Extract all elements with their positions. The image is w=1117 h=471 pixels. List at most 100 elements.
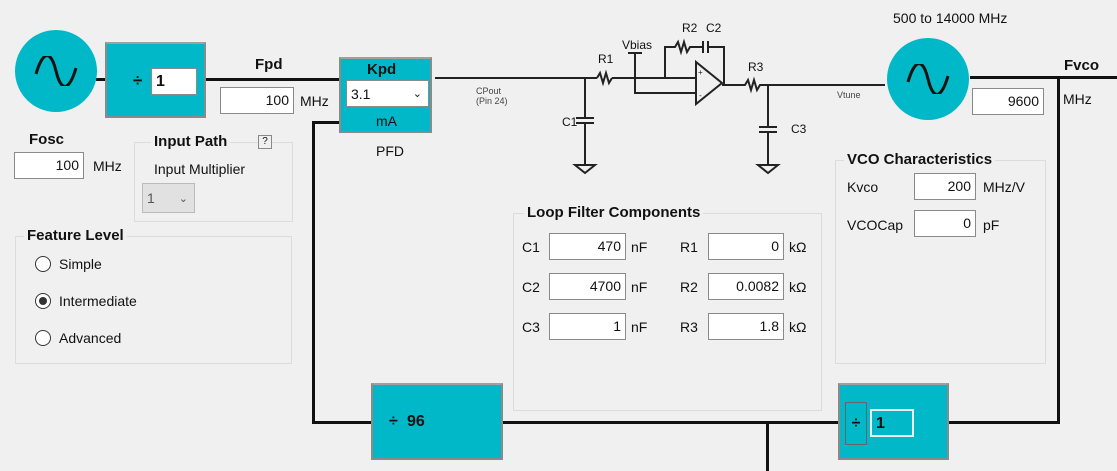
- radio-label: Advanced: [59, 330, 122, 346]
- vtune-label: Vtune: [837, 90, 861, 100]
- wire: [970, 76, 1117, 79]
- fvco-input[interactable]: 9600: [972, 88, 1044, 115]
- wire: [312, 121, 315, 424]
- fosc-label: Fosc: [29, 131, 65, 148]
- r2-input[interactable]: 0.0082: [708, 273, 784, 300]
- input-path-group: Input Path ? Input Multiplier 1 ⌄: [134, 133, 293, 222]
- output-divider-input[interactable]: 1: [870, 409, 914, 437]
- c1-input[interactable]: 470: [549, 233, 626, 260]
- c1-label: C1: [562, 115, 578, 129]
- wire: [502, 421, 839, 424]
- r3-input[interactable]: 1.8: [708, 313, 784, 340]
- fpd-unit: MHz: [300, 93, 329, 109]
- r2-c2-feedback: [664, 38, 725, 85]
- c3-label: C3: [791, 122, 807, 136]
- r1-field-label: R1: [680, 239, 698, 255]
- c1-field-label: C1: [522, 239, 540, 255]
- wire: [206, 78, 339, 81]
- sine-wave-icon: [34, 56, 78, 86]
- input-path-title: Input Path: [151, 133, 231, 150]
- divide-symbol: ÷: [133, 71, 143, 90]
- kpd-unit: mA: [376, 113, 397, 129]
- radio-label: Intermediate: [59, 293, 137, 309]
- fosc-input[interactable]: 100: [14, 152, 84, 179]
- kvco-unit: MHz/V: [983, 179, 1025, 195]
- chevron-down-icon: ⌄: [412, 88, 422, 100]
- r2-unit: kΩ: [789, 279, 807, 295]
- feature-level-title: Feature Level: [24, 227, 127, 244]
- c2-label: C2: [706, 21, 722, 35]
- c2-input[interactable]: 4700: [549, 273, 626, 300]
- vco-characteristics-group: VCO Characteristics: [835, 151, 1046, 364]
- c3-capacitor: [755, 85, 781, 175]
- vco-range: 500 to 14000 MHz: [893, 10, 1008, 26]
- reference-divider-block: ÷ 1: [105, 42, 206, 118]
- radio-advanced[interactable]: Advanced: [35, 330, 121, 346]
- wire: [948, 421, 1060, 424]
- input-multiplier-select[interactable]: 1 ⌄: [142, 183, 195, 213]
- input-multiplier-value: 1: [147, 190, 155, 206]
- wire: [312, 421, 372, 424]
- fvco-label: Fvco: [1064, 57, 1100, 74]
- wire: [766, 421, 769, 471]
- c3-field-label: C3: [522, 319, 540, 335]
- r1-input[interactable]: 0: [708, 233, 784, 260]
- feature-level-group: Feature Level Simple Intermediate Advanc…: [15, 227, 292, 364]
- loop-filter-title: Loop Filter Components: [524, 204, 704, 221]
- vbias-wire: [628, 52, 696, 94]
- radio-label: Simple: [59, 256, 102, 272]
- cpout-label: CPout: [476, 86, 502, 96]
- input-multiplier-label: Input Multiplier: [154, 161, 246, 177]
- loop-filter-schematic: + -: [435, 38, 885, 175]
- radio-circle: [35, 293, 51, 309]
- r2-field-label: R2: [680, 279, 698, 295]
- pfd-caption: PFD: [376, 143, 404, 159]
- loop-filter-group: Loop Filter Components: [513, 204, 822, 411]
- wire: [312, 121, 340, 124]
- r3-resistor: [722, 76, 885, 94]
- svg-text:-: -: [699, 91, 702, 100]
- r3-field-label: R3: [680, 319, 698, 335]
- wire: [96, 78, 106, 81]
- radio-intermediate[interactable]: Intermediate: [35, 293, 137, 309]
- help-button[interactable]: ?: [258, 135, 272, 149]
- kvco-input[interactable]: 200: [914, 173, 976, 200]
- op-amp: [695, 59, 724, 107]
- c2-unit: nF: [631, 279, 648, 295]
- radio-circle: [35, 330, 51, 346]
- cpout-pin-label: (Pin 24): [476, 96, 508, 106]
- r3-unit: kΩ: [789, 319, 807, 335]
- reference-divider-input[interactable]: 1: [151, 68, 197, 95]
- divide-symbol: ÷: [845, 402, 867, 445]
- fpd-input[interactable]: 100: [220, 87, 294, 114]
- wire: [1057, 77, 1060, 424]
- svg-text:+: +: [698, 68, 703, 77]
- kpd-select[interactable]: 3.1 ⌄: [346, 80, 429, 107]
- pfd-block: Kpd 3.1 ⌄ mA: [339, 57, 432, 133]
- radio-circle: [35, 256, 51, 272]
- c1-capacitor: [572, 78, 598, 175]
- vco-oscillator: [887, 38, 969, 120]
- r1-label: R1: [598, 52, 614, 66]
- kpd-value: 3.1: [351, 85, 371, 102]
- c2-field-label: C2: [522, 279, 540, 295]
- r1-resistor: [596, 69, 613, 87]
- kvco-label: Kvco: [847, 179, 879, 195]
- r1-unit: kΩ: [789, 239, 807, 255]
- sine-wave-icon: [906, 64, 950, 94]
- vco-characteristics-title: VCO Characteristics: [844, 151, 996, 168]
- n-divider-value: 96: [407, 413, 425, 430]
- vcocap-input[interactable]: 0: [914, 210, 976, 237]
- c1-unit: nF: [631, 239, 648, 255]
- chevron-down-icon: ⌄: [178, 192, 188, 205]
- n-divider-block: ÷ 96: [371, 383, 503, 460]
- divide-symbol: ÷: [389, 413, 398, 430]
- fosc-unit: MHz: [93, 158, 122, 174]
- output-divider-block: ÷ 1: [838, 383, 949, 460]
- r2-label: R2: [682, 21, 698, 35]
- radio-simple[interactable]: Simple: [35, 256, 102, 272]
- kpd-label: Kpd: [367, 61, 397, 78]
- c3-input[interactable]: 1: [549, 313, 626, 340]
- vbias-label: Vbias: [622, 38, 653, 52]
- reference-oscillator: [15, 30, 97, 112]
